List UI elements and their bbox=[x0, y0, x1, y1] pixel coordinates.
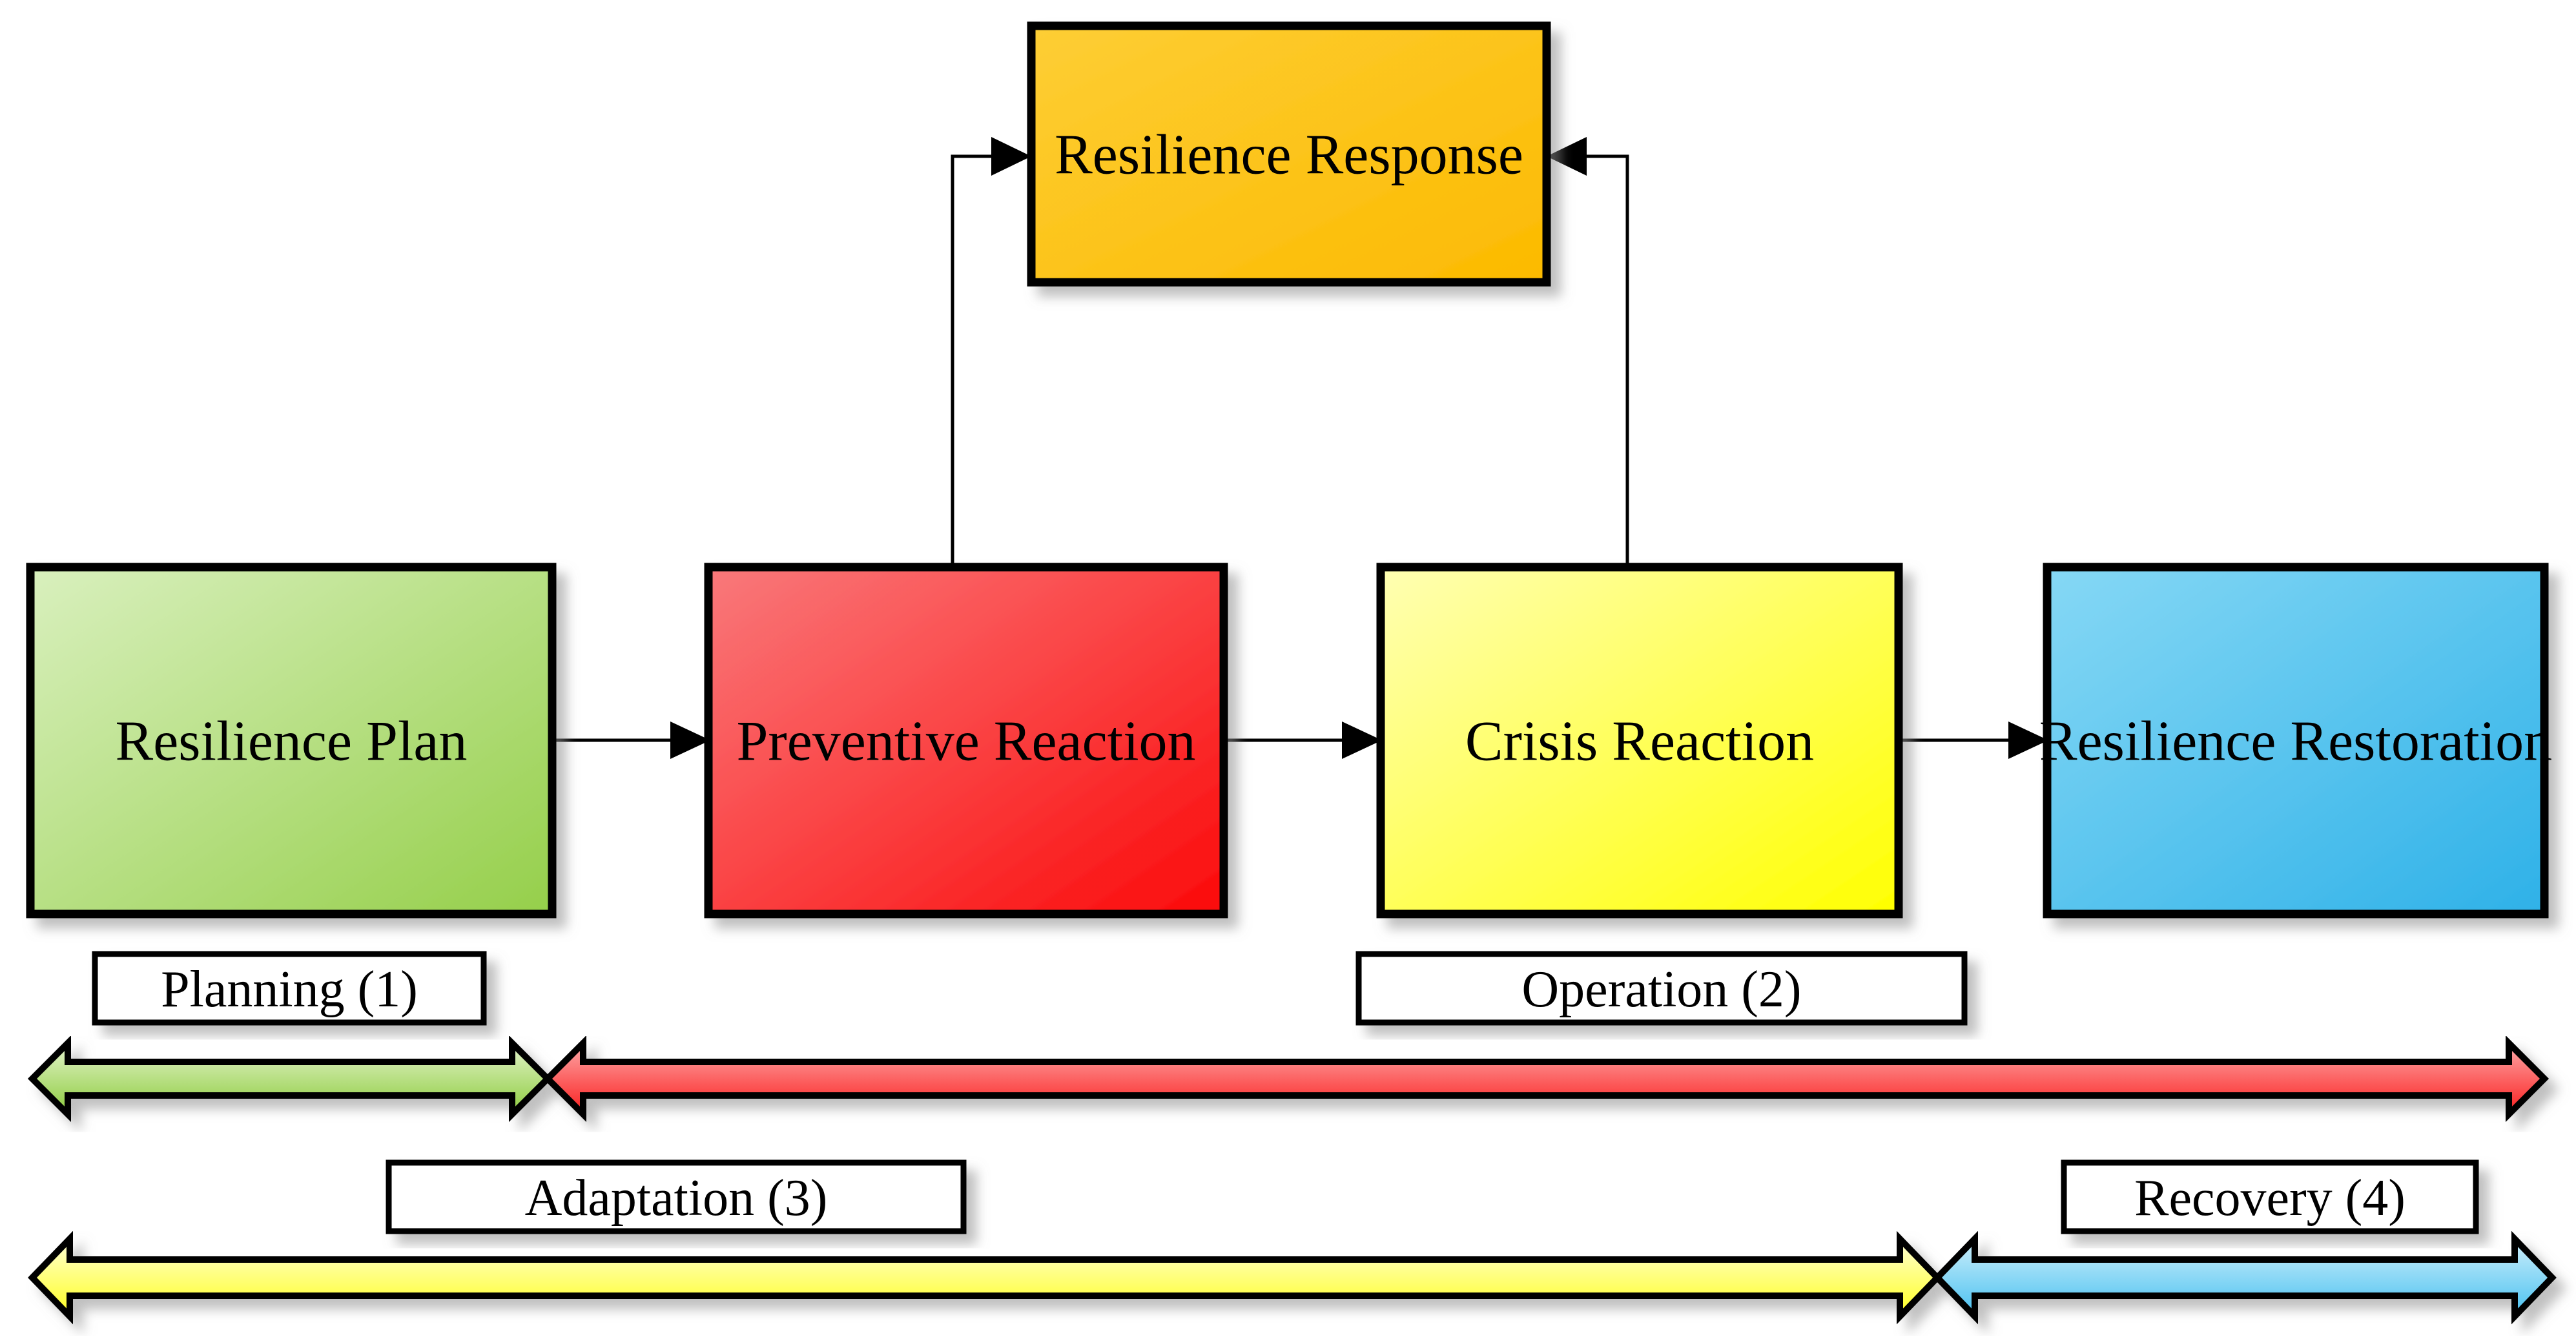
connector-crisis-to-response bbox=[1547, 137, 1629, 568]
phase-label-operation bbox=[1355, 951, 1968, 1026]
span-arrow-recovery bbox=[1933, 1230, 2557, 1325]
arrowhead-right-icon bbox=[670, 721, 710, 759]
node-preventive-reaction-label: Preventive Reaction bbox=[736, 711, 1195, 773]
node-preventive-reaction bbox=[704, 563, 1228, 919]
node-resilience-response-label: Resilience Response bbox=[1055, 124, 1523, 187]
connector-preventive-to-response bbox=[951, 137, 1031, 568]
span-arrow-operation bbox=[542, 1035, 2550, 1123]
phase-label-planning-text: Planning (1) bbox=[161, 961, 418, 1018]
phase-label-recovery bbox=[2061, 1159, 2479, 1234]
node-crisis-reaction-label: Crisis Reaction bbox=[1465, 711, 1814, 773]
connector-crisis-to-restoration bbox=[1899, 721, 2048, 759]
node-resilience-plan bbox=[26, 563, 557, 919]
phase-label-adaptation bbox=[386, 1159, 967, 1234]
phase-label-recovery-text: Recovery (4) bbox=[2134, 1170, 2406, 1227]
node-resilience-restoration-label: Resilience Restoration bbox=[2039, 711, 2552, 773]
arrowhead-right-icon bbox=[2008, 721, 2048, 759]
node-resilience-plan-label: Resilience Plan bbox=[116, 711, 468, 773]
connector-preventive-to-crisis bbox=[1224, 721, 1382, 759]
arrowhead-right-icon bbox=[991, 137, 1031, 176]
node-crisis-reaction bbox=[1376, 563, 1903, 919]
phase-label-planning bbox=[92, 951, 487, 1026]
arrowhead-right-icon bbox=[1342, 721, 1382, 759]
arrowhead-left-icon bbox=[1547, 137, 1587, 176]
node-resilience-response bbox=[1027, 21, 1551, 287]
node-resilience-restoration bbox=[2043, 563, 2549, 919]
phase-label-operation-text: Operation (2) bbox=[1521, 961, 1801, 1018]
phase-label-adaptation-text: Adaptation (3) bbox=[525, 1170, 828, 1227]
connector-plan-to-preventive bbox=[552, 721, 710, 759]
